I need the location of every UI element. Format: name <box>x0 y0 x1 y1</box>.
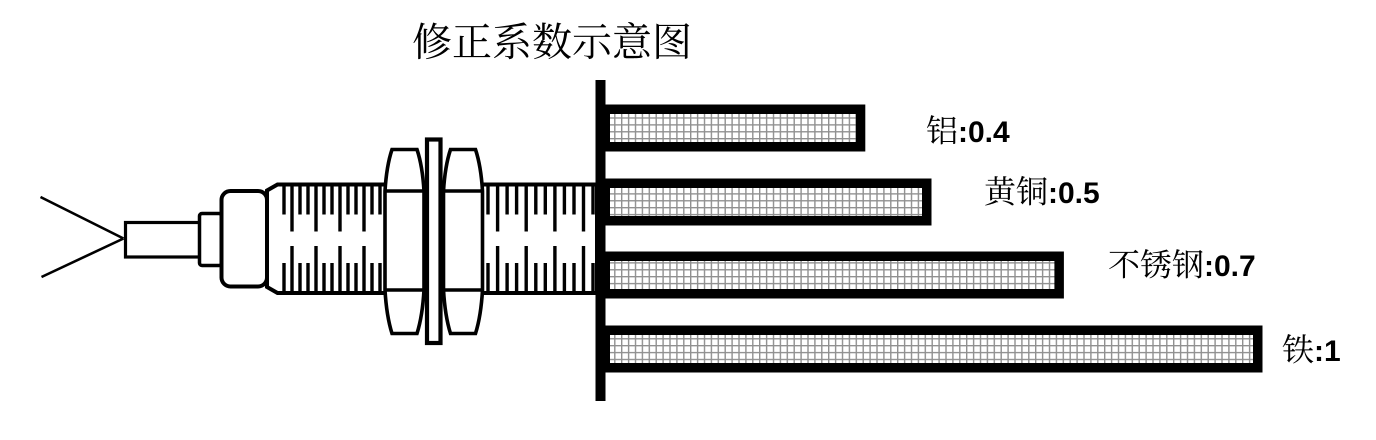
title-text <box>413 21 690 60</box>
sensor-cable <box>123 220 203 259</box>
sensor-cable-wires <box>39 195 125 279</box>
bar-stainless-steel <box>600 251 1064 299</box>
sensor-lock-nut-front <box>441 147 485 336</box>
bars-group <box>600 104 1263 373</box>
diagram-title <box>413 21 690 60</box>
bar-material-glyphs <box>985 175 1047 206</box>
sensor-cable-step <box>197 211 224 268</box>
bar-value-text: :1 <box>1314 335 1341 368</box>
reference-axis-line <box>595 80 606 401</box>
bar-iron <box>600 325 1263 373</box>
sensor-rear-housing <box>219 189 269 289</box>
sensor-lock-nut-rear <box>383 147 426 336</box>
bar-material-glyphs <box>926 115 957 145</box>
bar-value-text: :0.5 <box>1048 177 1100 210</box>
bar-value-text: :0.7 <box>1204 250 1256 283</box>
bar-value-text: :0.4 <box>958 116 1010 149</box>
bar-label-brass: :0.5 <box>985 175 1100 210</box>
bar-brass <box>600 178 932 226</box>
sensor-drawing <box>39 137 599 346</box>
bar-label-aluminum: :0.4 <box>926 115 1010 149</box>
bar-aluminum <box>600 104 866 152</box>
bar-label-iron: :1 <box>1282 334 1341 368</box>
bar-material-glyphs <box>1282 334 1314 364</box>
sensor-thread-ticks <box>282 186 595 291</box>
bar-material-glyphs <box>1109 249 1203 279</box>
bar-label-stainless-steel: :0.7 <box>1109 249 1256 283</box>
sensor-washer <box>424 137 443 346</box>
bar-labels: :0.4 :0.5 :0.7 :1 <box>926 115 1341 368</box>
